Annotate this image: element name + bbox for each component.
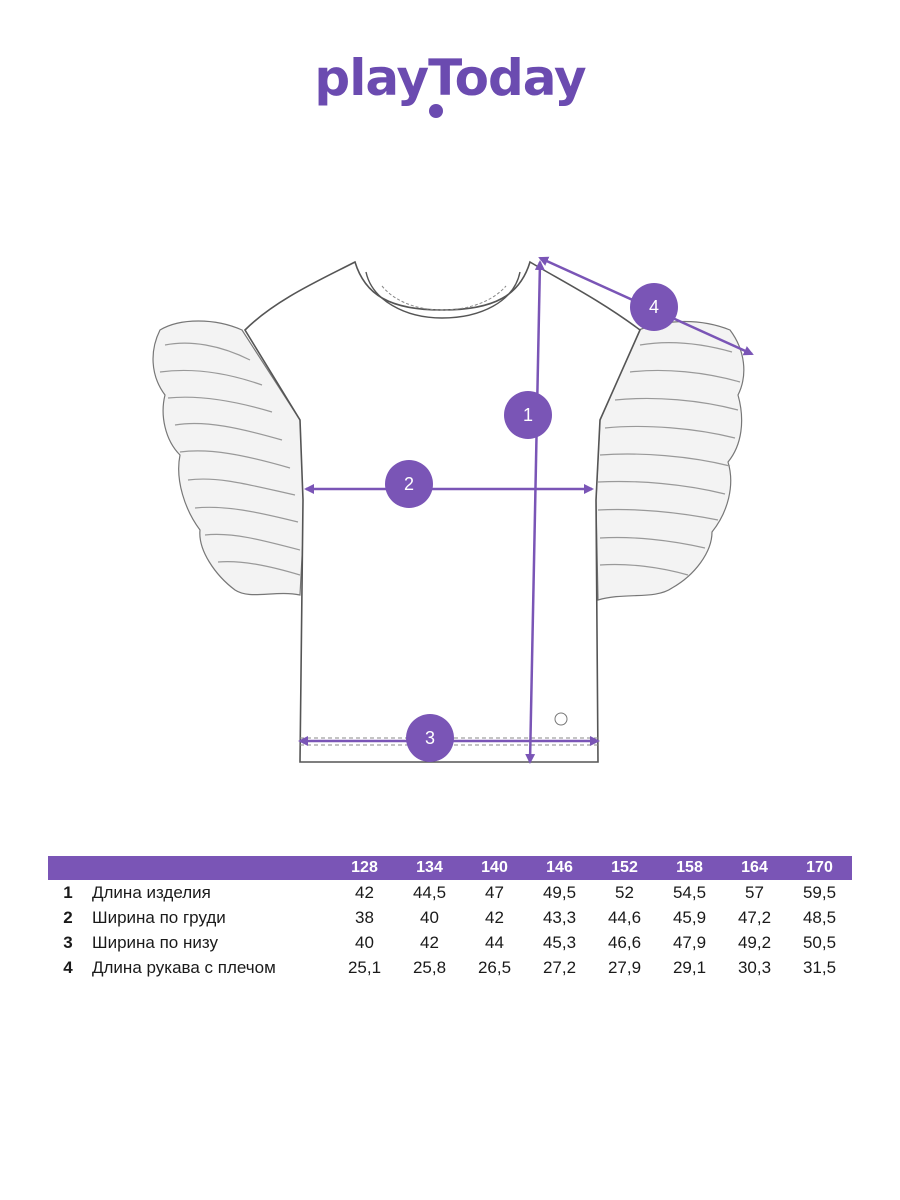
size-header: 146 (546, 859, 573, 876)
tshirt-body (243, 260, 641, 763)
marker-badge-1: 1 (504, 391, 552, 439)
row-label: Ширина по низу (92, 932, 218, 952)
size-header: 134 (416, 859, 443, 876)
marker-badge-4: 4 (630, 283, 678, 331)
size-header: 164 (741, 859, 768, 876)
marker-label-4: 4 (649, 297, 659, 317)
table-cell: 45,3 (542, 932, 577, 952)
table-cell: 30,3 (737, 957, 772, 977)
left-sleeve-ruffle (152, 320, 306, 596)
table-cell: 45,9 (672, 907, 707, 927)
table-cell: 43,3 (542, 907, 577, 927)
size-header: 170 (806, 859, 833, 876)
size-header: 158 (676, 859, 703, 876)
table-cell: 47,2 (737, 907, 772, 927)
marker-label-1: 1 (523, 405, 533, 425)
table-cell: 57 (745, 882, 764, 902)
table-cell: 27,2 (542, 957, 577, 977)
table-row: 3 Ширина по низу 40 42 44 45,3 46,6 47,9… (48, 930, 852, 955)
table-cell: 40 (420, 907, 439, 927)
brand-tag (554, 712, 568, 726)
table-cell: 44 (485, 932, 504, 952)
marker-badge-3: 3 (406, 714, 454, 762)
table-cell: 46,6 (607, 932, 642, 952)
table-cell: 49,2 (737, 932, 772, 952)
table-cell: 40 (355, 932, 374, 952)
table-row: 1 Длина изделия 42 44,5 47 49,5 52 54,5 … (48, 880, 852, 905)
table-cell: 25,1 (347, 957, 382, 977)
table-cell: 59,5 (802, 882, 837, 902)
table-cell: 42 (355, 882, 374, 902)
table-cell: 52 (615, 882, 634, 902)
logo-dot (429, 104, 443, 118)
table-cell: 26,5 (477, 957, 512, 977)
marker-label-3: 3 (425, 728, 435, 748)
table-cell: 29,1 (672, 957, 707, 977)
table-cell: 50,5 (802, 932, 837, 952)
size-header: 152 (611, 859, 638, 876)
table-cell: 25,8 (412, 957, 447, 977)
brand-logo: playToday (0, 48, 900, 128)
garment-diagram: 1 2 3 4 (152, 256, 754, 764)
row-number: 2 (63, 907, 73, 927)
table-row: 4 Длина рукава с плечом 25,1 25,8 26,5 2… (48, 955, 852, 980)
table-cell: 42 (485, 907, 504, 927)
size-header: 128 (351, 859, 378, 876)
table-cell: 54,5 (672, 882, 707, 902)
row-label: Длина рукава с плечом (92, 957, 276, 977)
table-row: 2 Ширина по груди 38 40 42 43,3 44,6 45,… (48, 905, 852, 930)
row-number: 1 (63, 882, 73, 902)
table-cell: 44,5 (412, 882, 447, 902)
row-label: Длина изделия (92, 882, 211, 902)
marker-label-2: 2 (404, 474, 414, 494)
neckline (365, 271, 521, 319)
table-cell: 31,5 (802, 957, 837, 977)
table-cell: 48,5 (802, 907, 837, 927)
table-cell: 42 (420, 932, 439, 952)
table-cell: 27,9 (607, 957, 642, 977)
marker-badge-2: 2 (385, 460, 433, 508)
table-cell: 49,5 (542, 882, 577, 902)
logo-text: playToday (314, 49, 586, 107)
table-cell: 47 (485, 882, 504, 902)
size-header: 140 (481, 859, 508, 876)
row-number: 3 (63, 932, 73, 952)
size-header-row: 128 134 140 146 152 158 164 170 (48, 856, 852, 880)
table-cell: 38 (355, 907, 374, 927)
size-table: 128 134 140 146 152 158 164 170 1 Длина … (48, 856, 852, 980)
table-cell: 44,6 (607, 907, 642, 927)
row-label: Ширина по груди (92, 907, 226, 927)
table-cell: 47,9 (672, 932, 707, 952)
row-number: 4 (63, 957, 73, 977)
